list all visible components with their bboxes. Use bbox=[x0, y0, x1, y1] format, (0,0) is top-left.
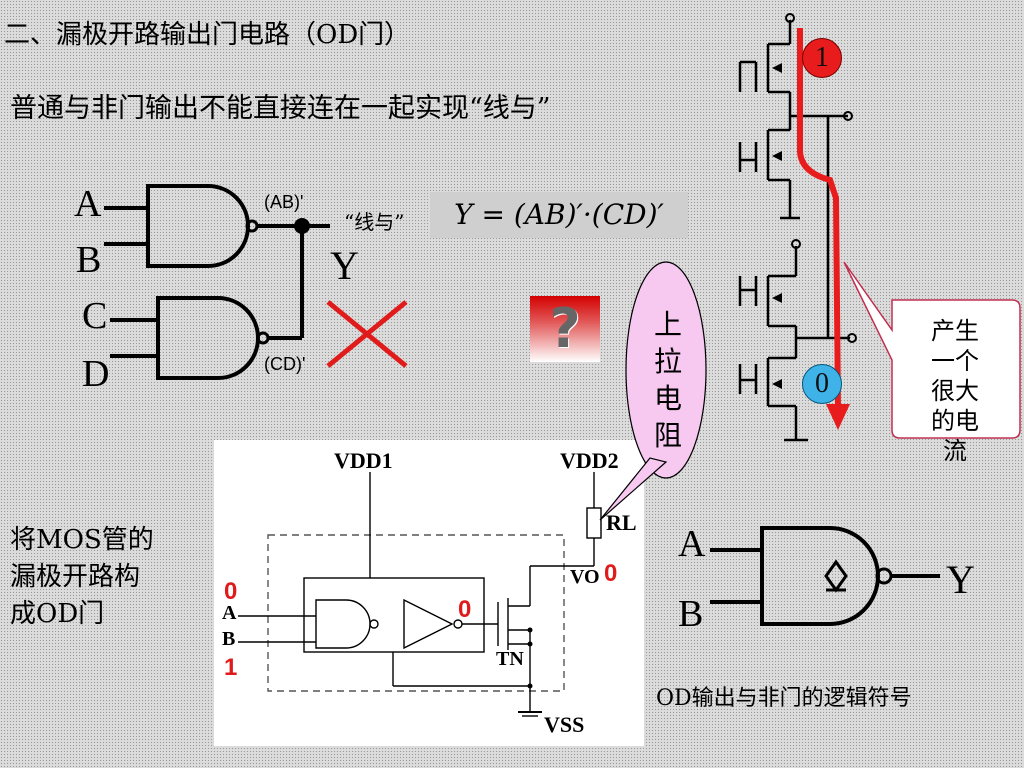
open-drain-diamond-icon bbox=[824, 559, 848, 593]
junction-dot bbox=[294, 218, 310, 234]
symbol-b-label: B bbox=[678, 593, 704, 635]
symbol-a-label: A bbox=[678, 523, 706, 565]
current-callout-text: 产生 一个 很大 的电 流 bbox=[931, 317, 979, 465]
rl-label: RL bbox=[606, 510, 637, 535]
vo-value: 0 bbox=[604, 560, 618, 587]
pull-up-callout-text: 上 拉 电 阻 bbox=[653, 308, 682, 452]
input-b-label: B bbox=[76, 239, 102, 281]
vo-label: VO bbox=[570, 566, 600, 588]
subtitle: 普通与非门输出不能直接连在一起实现“线与” bbox=[10, 93, 551, 124]
current-arrow bbox=[797, 28, 841, 411]
page-title: 二、漏极开路输出门电路（OD门） bbox=[4, 20, 411, 50]
od-nand-symbol bbox=[760, 526, 880, 626]
input-c-label: C bbox=[82, 295, 108, 337]
b-value: 1 bbox=[224, 654, 238, 681]
vdd1-label: VDD1 bbox=[334, 448, 393, 473]
vss-label: VSS bbox=[544, 712, 585, 737]
od-input-a-label: A bbox=[222, 602, 237, 624]
input-a-label: A bbox=[74, 183, 102, 225]
current-arrowhead-icon bbox=[826, 404, 850, 430]
nand-gate-upper bbox=[146, 184, 250, 268]
inner-value: 0 bbox=[458, 596, 472, 623]
input-d-label: D bbox=[82, 353, 110, 395]
nand-inner-box bbox=[303, 577, 485, 653]
a-value: 0 bbox=[224, 578, 238, 605]
nand-bubble-upper bbox=[245, 219, 259, 233]
symbol-y-label: Y bbox=[946, 557, 975, 602]
pull-up-callout-bubble bbox=[625, 261, 707, 479]
nand-bubble-lower bbox=[256, 331, 270, 345]
tn-label: TN bbox=[496, 648, 524, 670]
output-y-label: Y bbox=[330, 243, 359, 288]
formula: Y = (AB)′·(CD)′ bbox=[430, 192, 688, 238]
output-cd-label: (CD)' bbox=[264, 354, 306, 374]
vdd2-label: VDD2 bbox=[560, 448, 619, 473]
od-note: 将MOS管的 漏极开路构 成OD门 bbox=[10, 525, 154, 629]
high-state-chip: 1 bbox=[802, 38, 842, 78]
wired-and-label: “线与” bbox=[344, 210, 405, 234]
nand-gate-lower bbox=[156, 296, 260, 380]
od-input-b-label: B bbox=[222, 628, 236, 650]
od-chip-boundary bbox=[267, 534, 565, 692]
od-symbol-caption: OD输出与非门的逻辑符号 bbox=[656, 686, 912, 711]
current-callout-bubble bbox=[843, 261, 1021, 439]
output-ab-label: (AB)' bbox=[264, 192, 304, 212]
question-icon: ? bbox=[530, 296, 600, 362]
low-state-chip: 0 bbox=[802, 364, 842, 404]
